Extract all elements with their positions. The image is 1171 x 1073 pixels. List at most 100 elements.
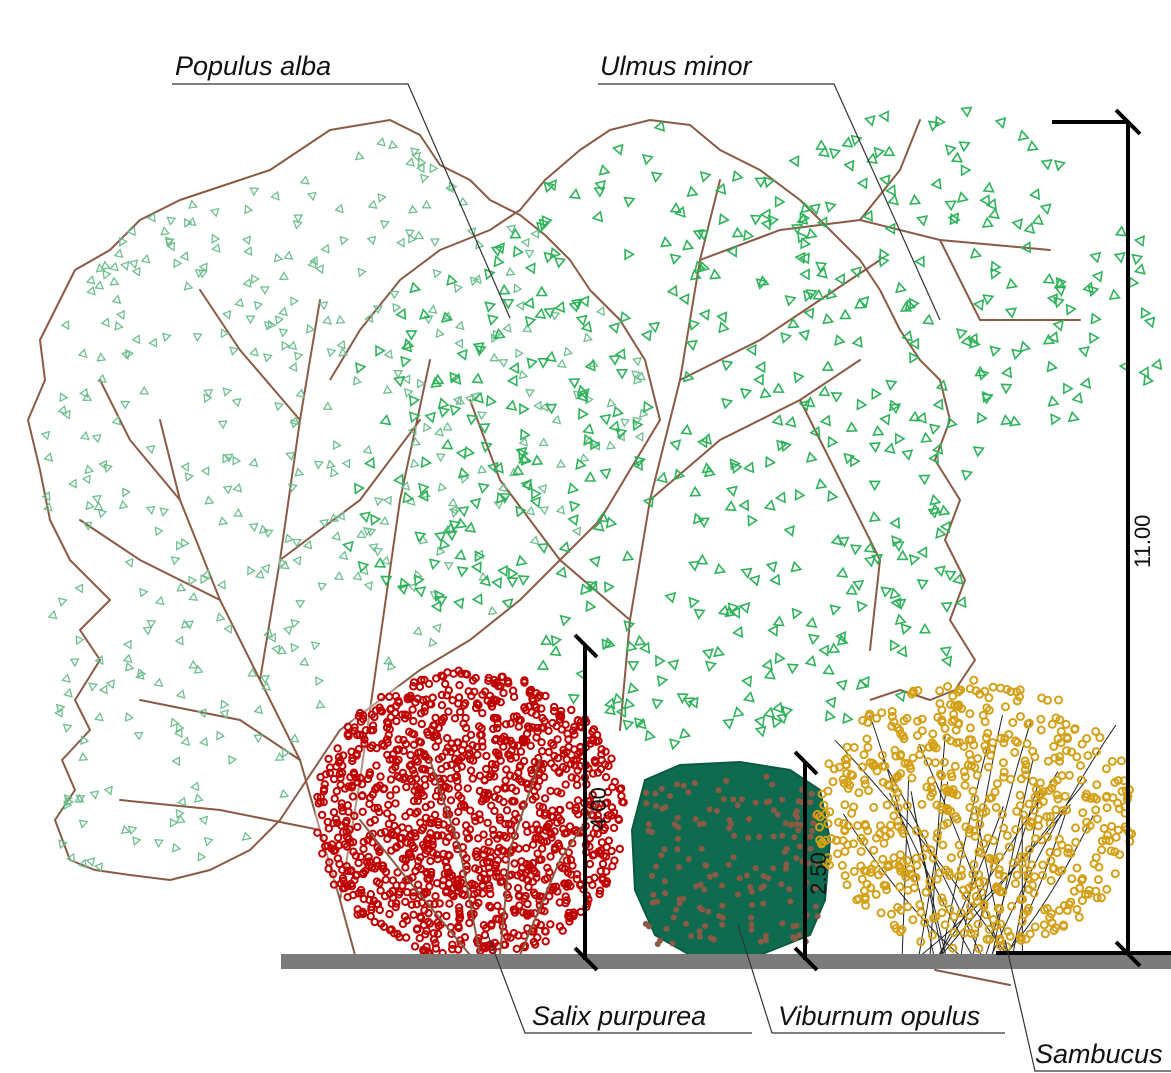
leaf-mark [999,738,1009,748]
leaf-mark [498,359,509,368]
leaf-mark [430,810,440,820]
leaf-mark [549,741,558,750]
leaf-mark [871,889,881,899]
leaf-mark [402,782,411,792]
leaf-mark [376,829,386,838]
leaf-mark [869,845,879,855]
leaf-mark [663,925,670,932]
leaf-mark [426,829,435,838]
leaf-mark [1042,812,1052,822]
leaf-mark [589,850,599,859]
leaf-mark [471,593,483,606]
leaf-mark [407,233,418,244]
leaf-mark [547,759,556,768]
leaf-mark [547,739,556,748]
leaf-mark [114,320,124,331]
leaf-mark [352,375,363,386]
leaf-mark [770,833,777,840]
leaf-mark [98,459,108,470]
leaf-mark [515,446,528,459]
leaf-mark [972,298,985,312]
leaf-mark [407,760,416,769]
leaf-mark [416,913,426,923]
leaf-mark [491,760,500,769]
leaf-mark [228,755,238,766]
leaf-mark [408,204,419,214]
leaf-mark [451,817,461,826]
leaf-mark [365,768,375,777]
leaf-mark [429,732,438,742]
leaf-mark [605,516,618,529]
leaf-mark [796,932,803,939]
leaf-mark [370,917,379,927]
leaf-mark [901,449,914,461]
leaf-mark [475,771,485,780]
leaf-mark [817,839,826,849]
leaf-mark [1024,885,1034,894]
leaf-mark [565,801,574,810]
leaf-mark [514,722,523,731]
leaf-mark [383,834,392,844]
leaf-mark [779,832,786,839]
leaf-mark [463,445,476,458]
leaf-mark [1097,845,1107,855]
leaf-mark [1036,725,1046,735]
leaf-mark [696,553,709,565]
leaf-mark [899,300,913,312]
leaf-mark [1054,695,1063,705]
leaf-mark [564,735,573,744]
leaf-mark [410,786,419,795]
leaf-mark [559,824,568,834]
leaf-mark [291,538,302,548]
leaf-mark [1023,719,1033,729]
leaf-mark [746,816,752,822]
leaf-mark [824,201,837,214]
leaf-mark [908,915,918,925]
salix-height-dimension: 4.00 [573,633,611,972]
leaf-mark [288,362,298,373]
leaf-mark [375,344,386,358]
leaf-mark [756,834,763,840]
leaf-mark [496,877,505,887]
leaf-mark [371,706,380,715]
leaf-mark [887,193,900,206]
leaf-mark [685,339,698,352]
leaf-mark [1004,842,1014,852]
leaf-mark [501,598,514,610]
leaf-mark [895,725,905,735]
leaf-mark [271,644,281,655]
leaf-mark [538,437,549,447]
leaf-mark [925,876,935,886]
ulmus-minor-canopy-outline [329,119,976,701]
leaf-mark [858,675,870,688]
leaf-mark [414,784,424,794]
leaf-mark [779,796,786,803]
leaf-mark [461,723,471,733]
leaf-mark [203,388,214,398]
leaf-mark [496,698,505,707]
leaf-mark [632,419,644,432]
leaf-mark [354,889,363,898]
leaf-mark [232,482,243,493]
leaf-mark [1095,733,1105,743]
leaf-mark [889,639,901,652]
leaf-mark [930,177,942,190]
leaf-mark [1079,377,1092,390]
leaf-mark [115,309,126,320]
leaf-mark [572,781,582,790]
leaf-mark [489,713,499,723]
leaf-mark [372,305,383,315]
leaf-mark [569,500,581,513]
leaf-mark [443,561,454,571]
leaf-mark [349,847,358,856]
leaf-mark [348,792,358,801]
leaf-mark [1102,884,1112,894]
leaf-mark [585,394,594,405]
leaf-mark [1115,850,1125,860]
leaf-mark [837,860,847,870]
leaf-mark [930,758,940,768]
leaf-mark [78,751,89,762]
leaf-mark [96,373,107,383]
leaf-mark [220,328,230,339]
leaf-mark [915,750,925,760]
